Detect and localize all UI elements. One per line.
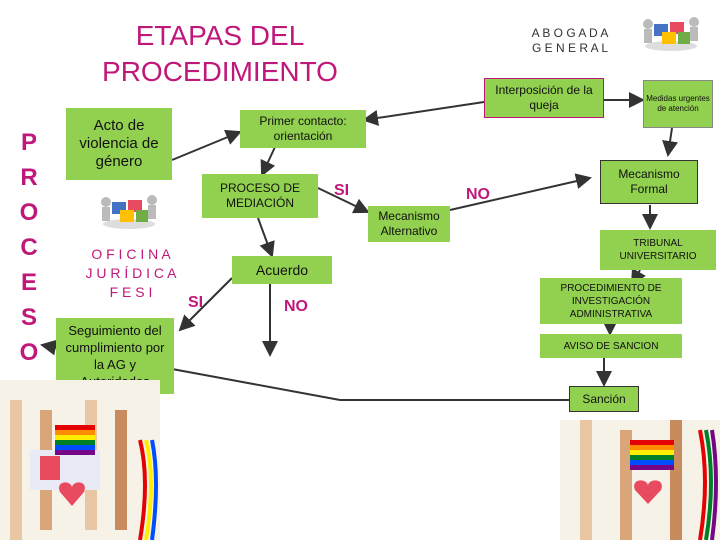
arrow-acuerdo-seguimiento: [178, 277, 233, 332]
page-title: ETAPAS DEL PROCEDIMIENTO: [60, 18, 380, 90]
aviso-text: AVISO DE SANCION: [563, 340, 659, 352]
abogada-general-label: A B O G A D A G E N E R A L: [520, 26, 620, 56]
interposicion-text: Interposición de la queja: [495, 83, 593, 112]
oficina-line-2: J U R Í D I C A: [85, 265, 177, 281]
aviso-sancion-box: AVISO DE SANCION: [540, 334, 682, 358]
pride-illustration-right: [560, 420, 720, 540]
acuerdo-text: Acuerdo: [255, 262, 309, 278]
seguimiento-text: Seguimiento del cumplimiento por la AG y…: [65, 323, 165, 389]
title-line-1: ETAPAS DEL: [135, 20, 305, 51]
vertical-word-proceso: P R O C E S O: [16, 125, 42, 370]
letter-p: P: [20, 129, 37, 156]
arrow-alternativo-formal: [449, 173, 592, 211]
label-no-alternativo: NO: [466, 186, 490, 203]
procedimiento-box: PROCEDIMIENTO DE INVESTIGACIÓN ADMINISTR…: [540, 278, 682, 324]
people-puzzle-icon: [101, 195, 157, 229]
mediacion-text: PROCESO DE MEDIACIÓN: [219, 181, 300, 210]
abogada-line-1: A B O G A D A: [531, 26, 609, 40]
label-no-acuerdo: NO: [284, 298, 308, 315]
oficina-line-3: F E S I: [109, 284, 153, 300]
mecanismo-formal-text: Mecanismo Formal: [618, 167, 680, 196]
arrow-acto-primer: [171, 129, 242, 161]
arrow-queja-primer: [362, 101, 485, 126]
arrow-medidas-formal: [662, 127, 678, 157]
letter-o: O: [19, 199, 39, 226]
primer-contacto-text: Primer contacto: orientación: [259, 114, 347, 143]
mecanismo-alternativo-box: Mecanismo Alternativo: [368, 206, 450, 242]
medidas-text: Medidas urgentes de atención: [646, 94, 710, 113]
mediacion-box: PROCESO DE MEDIACIÓN: [202, 174, 318, 218]
medidas-urgentes-box: Medidas urgentes de atención: [643, 80, 713, 128]
letter-s: S: [20, 304, 37, 331]
acto-violencia-box: Acto de violencia de género: [66, 108, 172, 180]
procedimiento-text: PROCEDIMIENTO DE INVESTIGACIÓN ADMINISTR…: [560, 282, 662, 320]
arrow-primer-mediacion: [260, 146, 276, 177]
oficina-juridica-label: O F I C I N A J U R Í D I C A F E S I: [76, 245, 186, 302]
people-puzzle-icon-top: [643, 17, 699, 51]
tribunal-box: TRIBUNAL UNIVERSITARIO: [600, 230, 716, 270]
arrow-mediacion-alternativo: [317, 187, 370, 214]
sancion-box: Sanción: [569, 386, 639, 412]
mecanismo-formal-box: Mecanismo Formal: [600, 160, 698, 204]
mecanismo-alternativo-text: Mecanismo Alternativo: [378, 209, 440, 238]
letter-r: R: [20, 164, 38, 191]
pride-illustration-left: [0, 380, 160, 540]
acto-violencia-text: Acto de violencia de género: [79, 117, 159, 170]
abogada-line-2: G E N E R A L: [531, 41, 609, 55]
letter-o-2: O: [19, 339, 39, 366]
interposicion-queja-box: Interposición de la queja: [484, 78, 604, 118]
letter-c: C: [20, 234, 38, 261]
title-line-2: PROCEDIMIENTO: [102, 56, 338, 87]
acuerdo-box: Acuerdo: [232, 256, 332, 284]
tribunal-text: TRIBUNAL UNIVERSITARIO: [619, 238, 697, 262]
arrow-mediacion-acuerdo: [257, 217, 275, 258]
primer-contacto-box: Primer contacto: orientación: [240, 110, 366, 148]
oficina-line-1: O F I C I N A: [91, 246, 171, 262]
label-si-mediacion: SI: [334, 182, 350, 199]
letter-e: E: [20, 269, 37, 296]
label-si-acuerdo: SI: [188, 294, 204, 311]
sancion-text: Sanción: [582, 392, 626, 406]
